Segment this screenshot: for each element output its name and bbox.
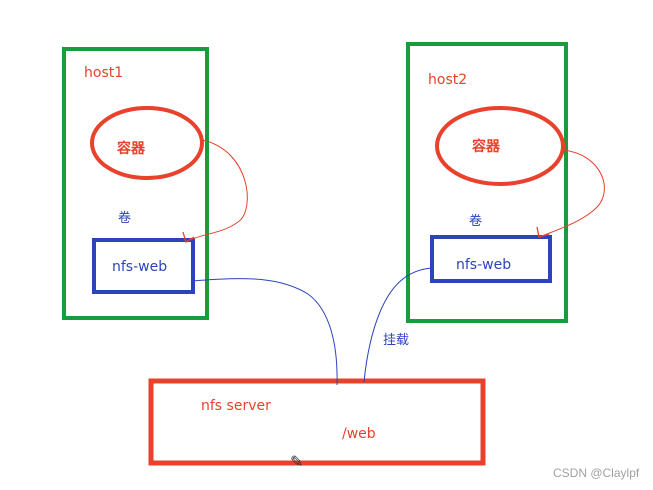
host2-container-ellipse (435, 106, 565, 186)
host1-mount-arrow (187, 139, 248, 242)
pencil-icon: ✎ (290, 454, 304, 471)
mount-label: 挂载 (383, 333, 410, 348)
host1-arrowhead (182, 231, 195, 244)
host1-volume-box (92, 238, 195, 294)
host1-container-label: 容器 (117, 141, 145, 157)
host2-volume-label: nfs-web (456, 257, 512, 273)
host2-arrowhead (536, 226, 550, 238)
host1-container-ellipse (90, 106, 204, 180)
host1-box (62, 47, 209, 320)
host2-nfs-connection (363, 267, 433, 383)
host2-container-label: 容器 (472, 139, 500, 155)
nfs-server-label: nfs server (201, 398, 271, 414)
host2-volume-box (430, 235, 552, 283)
host2-mount-arrow (541, 149, 605, 237)
nfs-server-box (148, 378, 486, 466)
host1-nfs-connection (192, 278, 338, 386)
host2-label: host2 (428, 72, 468, 88)
nfs-server-path: /web (342, 426, 376, 442)
host1-label: host1 (84, 65, 124, 81)
host2-volume-caption: 卷 (469, 214, 483, 229)
host1-volume-label: nfs-web (112, 259, 168, 275)
watermark: CSDN @Claylpf (553, 466, 640, 480)
host1-volume-caption: 卷 (118, 211, 132, 226)
host2-box (406, 42, 568, 323)
